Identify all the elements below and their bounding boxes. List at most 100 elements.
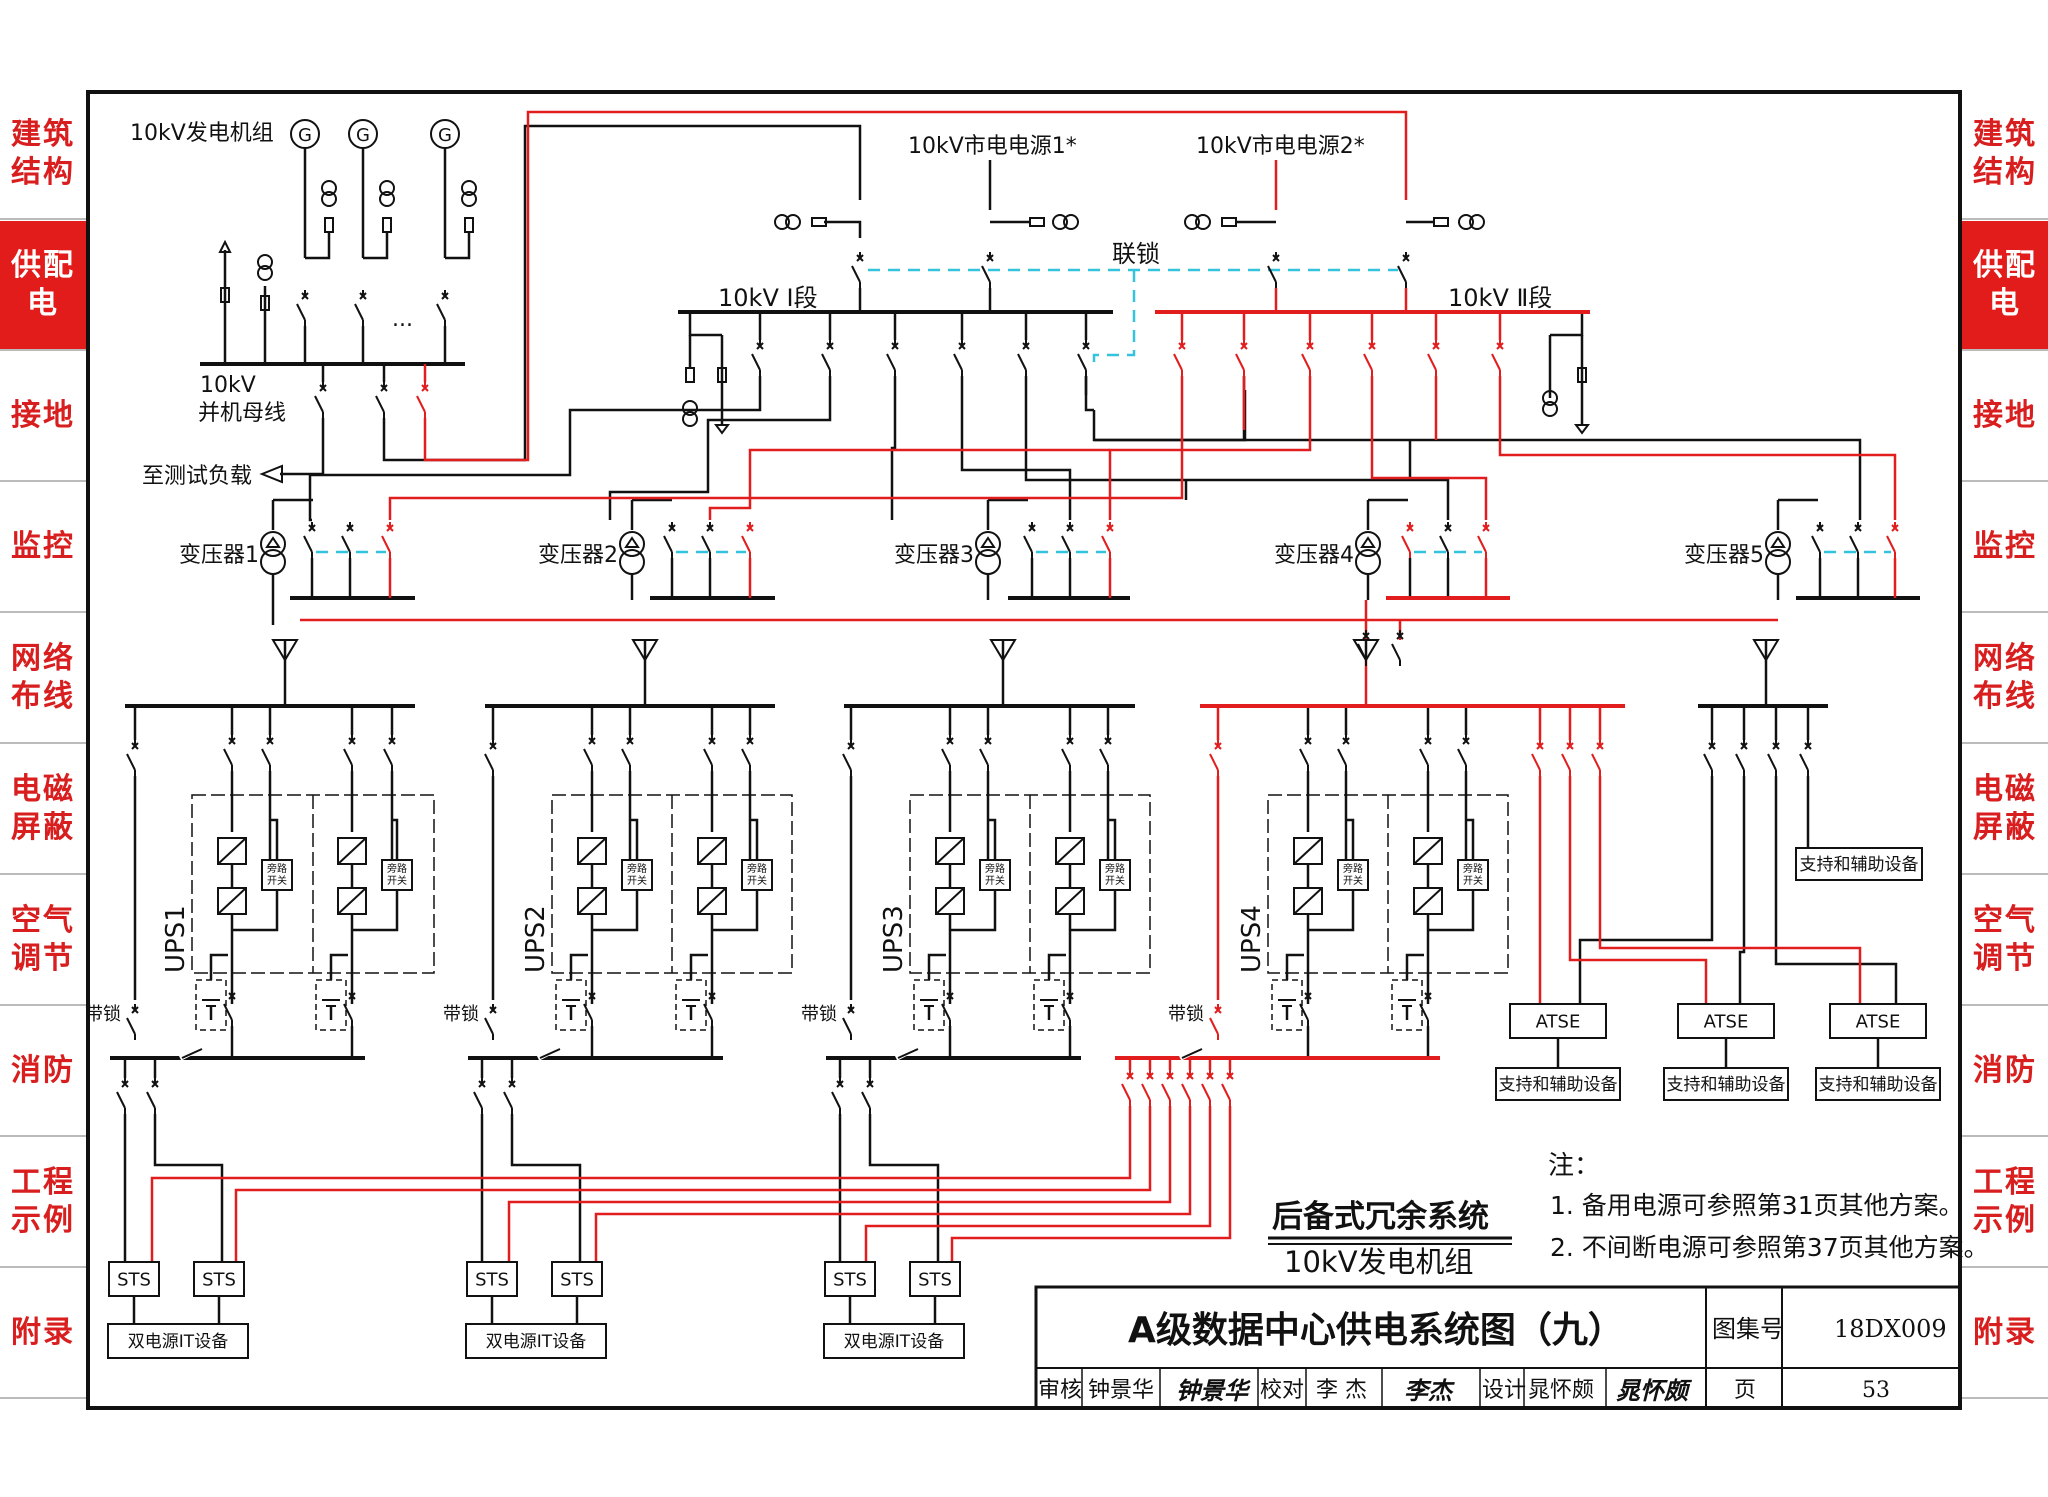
generator-group-label: 10kV发电机组: [130, 121, 274, 146]
breaker-x: [388, 737, 396, 745]
breaker-blade: [1337, 748, 1347, 766]
inverter-slash: [1293, 887, 1323, 915]
ups-bypass-breaker: [1337, 735, 1350, 771]
test-load-breaker: [314, 382, 327, 418]
ups-input-breaker: [1061, 735, 1074, 771]
chapter-tab-4[interactable]: 网络布线: [1962, 614, 2048, 744]
chapter-tab-label: 电磁屏蔽: [11, 772, 75, 845]
generator-circle: [348, 119, 378, 149]
breaker-blade: [1491, 353, 1501, 371]
breaker-x: [756, 342, 764, 350]
chapter-tab-3[interactable]: 监控: [0, 483, 86, 613]
breaker-blade: [314, 395, 324, 413]
red-feeder-breaker: [1221, 1070, 1234, 1106]
breaker-x: [1396, 632, 1404, 640]
inverter-slash: [935, 887, 965, 915]
breaker-blade: [341, 535, 351, 553]
pt-circle: [1195, 214, 1211, 230]
feeder-breaker: [1427, 340, 1440, 376]
breaker-x: [626, 737, 634, 745]
chapter-tab-label: 电磁屏蔽: [1973, 772, 2037, 845]
chapter-tab-9[interactable]: 附录: [0, 1269, 86, 1399]
ups-input-breaker: [583, 735, 596, 771]
bypass-path: [352, 890, 399, 932]
breaker-blade: [1077, 353, 1087, 371]
breaker-blade: [1301, 353, 1311, 371]
breaker-x: [508, 1080, 516, 1088]
chapter-tab-0[interactable]: 建筑结构: [1962, 90, 2048, 220]
transformer-label: 变压器4: [1274, 543, 1354, 568]
breaker-x: [836, 1080, 844, 1088]
ups-bypass-breaker: [979, 735, 992, 771]
breaker-x: [1304, 992, 1312, 1000]
breaker-blade: [1357, 643, 1367, 661]
transformer-symbol: [260, 531, 286, 575]
chapter-tab-2[interactable]: 接地: [1962, 352, 2048, 482]
breaker-x: [1462, 737, 1470, 745]
chapter-tab-5[interactable]: 电磁屏蔽: [1962, 745, 2048, 875]
chapter-tab-6[interactable]: 空气调节: [1962, 876, 2048, 1006]
feeder-breaker: [1363, 340, 1376, 376]
mv-feeder-t2-red: [708, 448, 1110, 520]
breaker-x: [1146, 1072, 1154, 1080]
chapter-tab-1[interactable]: 供配电: [1962, 221, 2048, 351]
lv-changeover-symbol: [989, 639, 1017, 662]
ups-label: UPS1: [161, 905, 191, 973]
chapter-tab-7[interactable]: 消防: [0, 1007, 86, 1137]
breaker-x: [588, 737, 596, 745]
breaker-x: [131, 1006, 139, 1014]
feeder-breaker: [1235, 340, 1248, 376]
breaker-blade: [126, 753, 136, 771]
red-cross-feed: [864, 1106, 1212, 1262]
transformer-delta: [624, 536, 640, 548]
ups-label: UPS2: [521, 905, 551, 973]
breaker-x: [1066, 524, 1074, 532]
pt-circle: [774, 214, 790, 230]
chapter-tab-label: 附录: [1973, 1315, 2037, 1350]
atse-breaker: [1591, 740, 1604, 776]
chapter-tab-8[interactable]: 工程示例: [0, 1138, 86, 1268]
transformer-symbol: [1765, 531, 1791, 575]
breaker-blade: [354, 303, 364, 321]
breaker-blade: [979, 748, 989, 766]
chapter-tab-5[interactable]: 电磁屏蔽: [0, 745, 86, 875]
chapter-tab-label: 附录: [11, 1315, 75, 1350]
transformer-label: 变压器1: [179, 543, 259, 568]
breaker-blade: [126, 1017, 136, 1035]
chapter-tab-4[interactable]: 网络布线: [0, 614, 86, 744]
chapter-tab-1[interactable]: 供配电: [0, 221, 86, 351]
atse-box: [1829, 1003, 1927, 1039]
lv-incomer-breaker: [701, 522, 714, 558]
chapter-tab-3[interactable]: 监控: [1962, 483, 2048, 613]
dual-source-it-box: [107, 1323, 249, 1359]
dual-source-it-text: 双电源IT设备: [486, 1332, 586, 1352]
generator-breaker: [354, 290, 367, 326]
breaker-blade: [1099, 748, 1109, 766]
sts-feeder: [510, 1125, 582, 1262]
inverter-box: [1293, 887, 1323, 915]
red-feeder-breaker: [1121, 1070, 1134, 1106]
chapter-tab-9[interactable]: 附录: [1962, 1269, 2048, 1399]
ups-input-breaker: [343, 735, 356, 771]
breaker-x: [1082, 342, 1090, 350]
mv-feeder: [1092, 390, 1247, 442]
chapter-tab-7[interactable]: 消防: [1962, 1007, 2048, 1137]
support-equipment-text: 支持和辅助设备: [1800, 855, 1919, 875]
rectifier-slash: [935, 837, 965, 865]
breaker-blade: [261, 748, 271, 766]
lv-incomer-breaker: [1811, 522, 1824, 558]
chapter-tab-6[interactable]: 空气调节: [0, 876, 86, 1006]
breaker-x: [348, 992, 356, 1000]
breaker-blade: [703, 1003, 713, 1021]
chapter-tab-2[interactable]: 接地: [0, 352, 86, 482]
chapter-tab-label: 空气调节: [1973, 903, 2037, 976]
chapter-tab-8[interactable]: 工程示例: [1962, 1138, 2048, 1268]
bus-section-1-label: 10kV Ⅰ段: [718, 284, 818, 312]
chapter-tab-0[interactable]: 建筑结构: [0, 90, 86, 220]
breaker-x: [1272, 254, 1280, 262]
chapter-tab-label: 建筑结构: [1973, 117, 2037, 190]
breaker-x: [946, 737, 954, 745]
generator-symbol: G: [290, 119, 320, 149]
bypass-switch-label-top: 旁路: [1105, 862, 1125, 875]
